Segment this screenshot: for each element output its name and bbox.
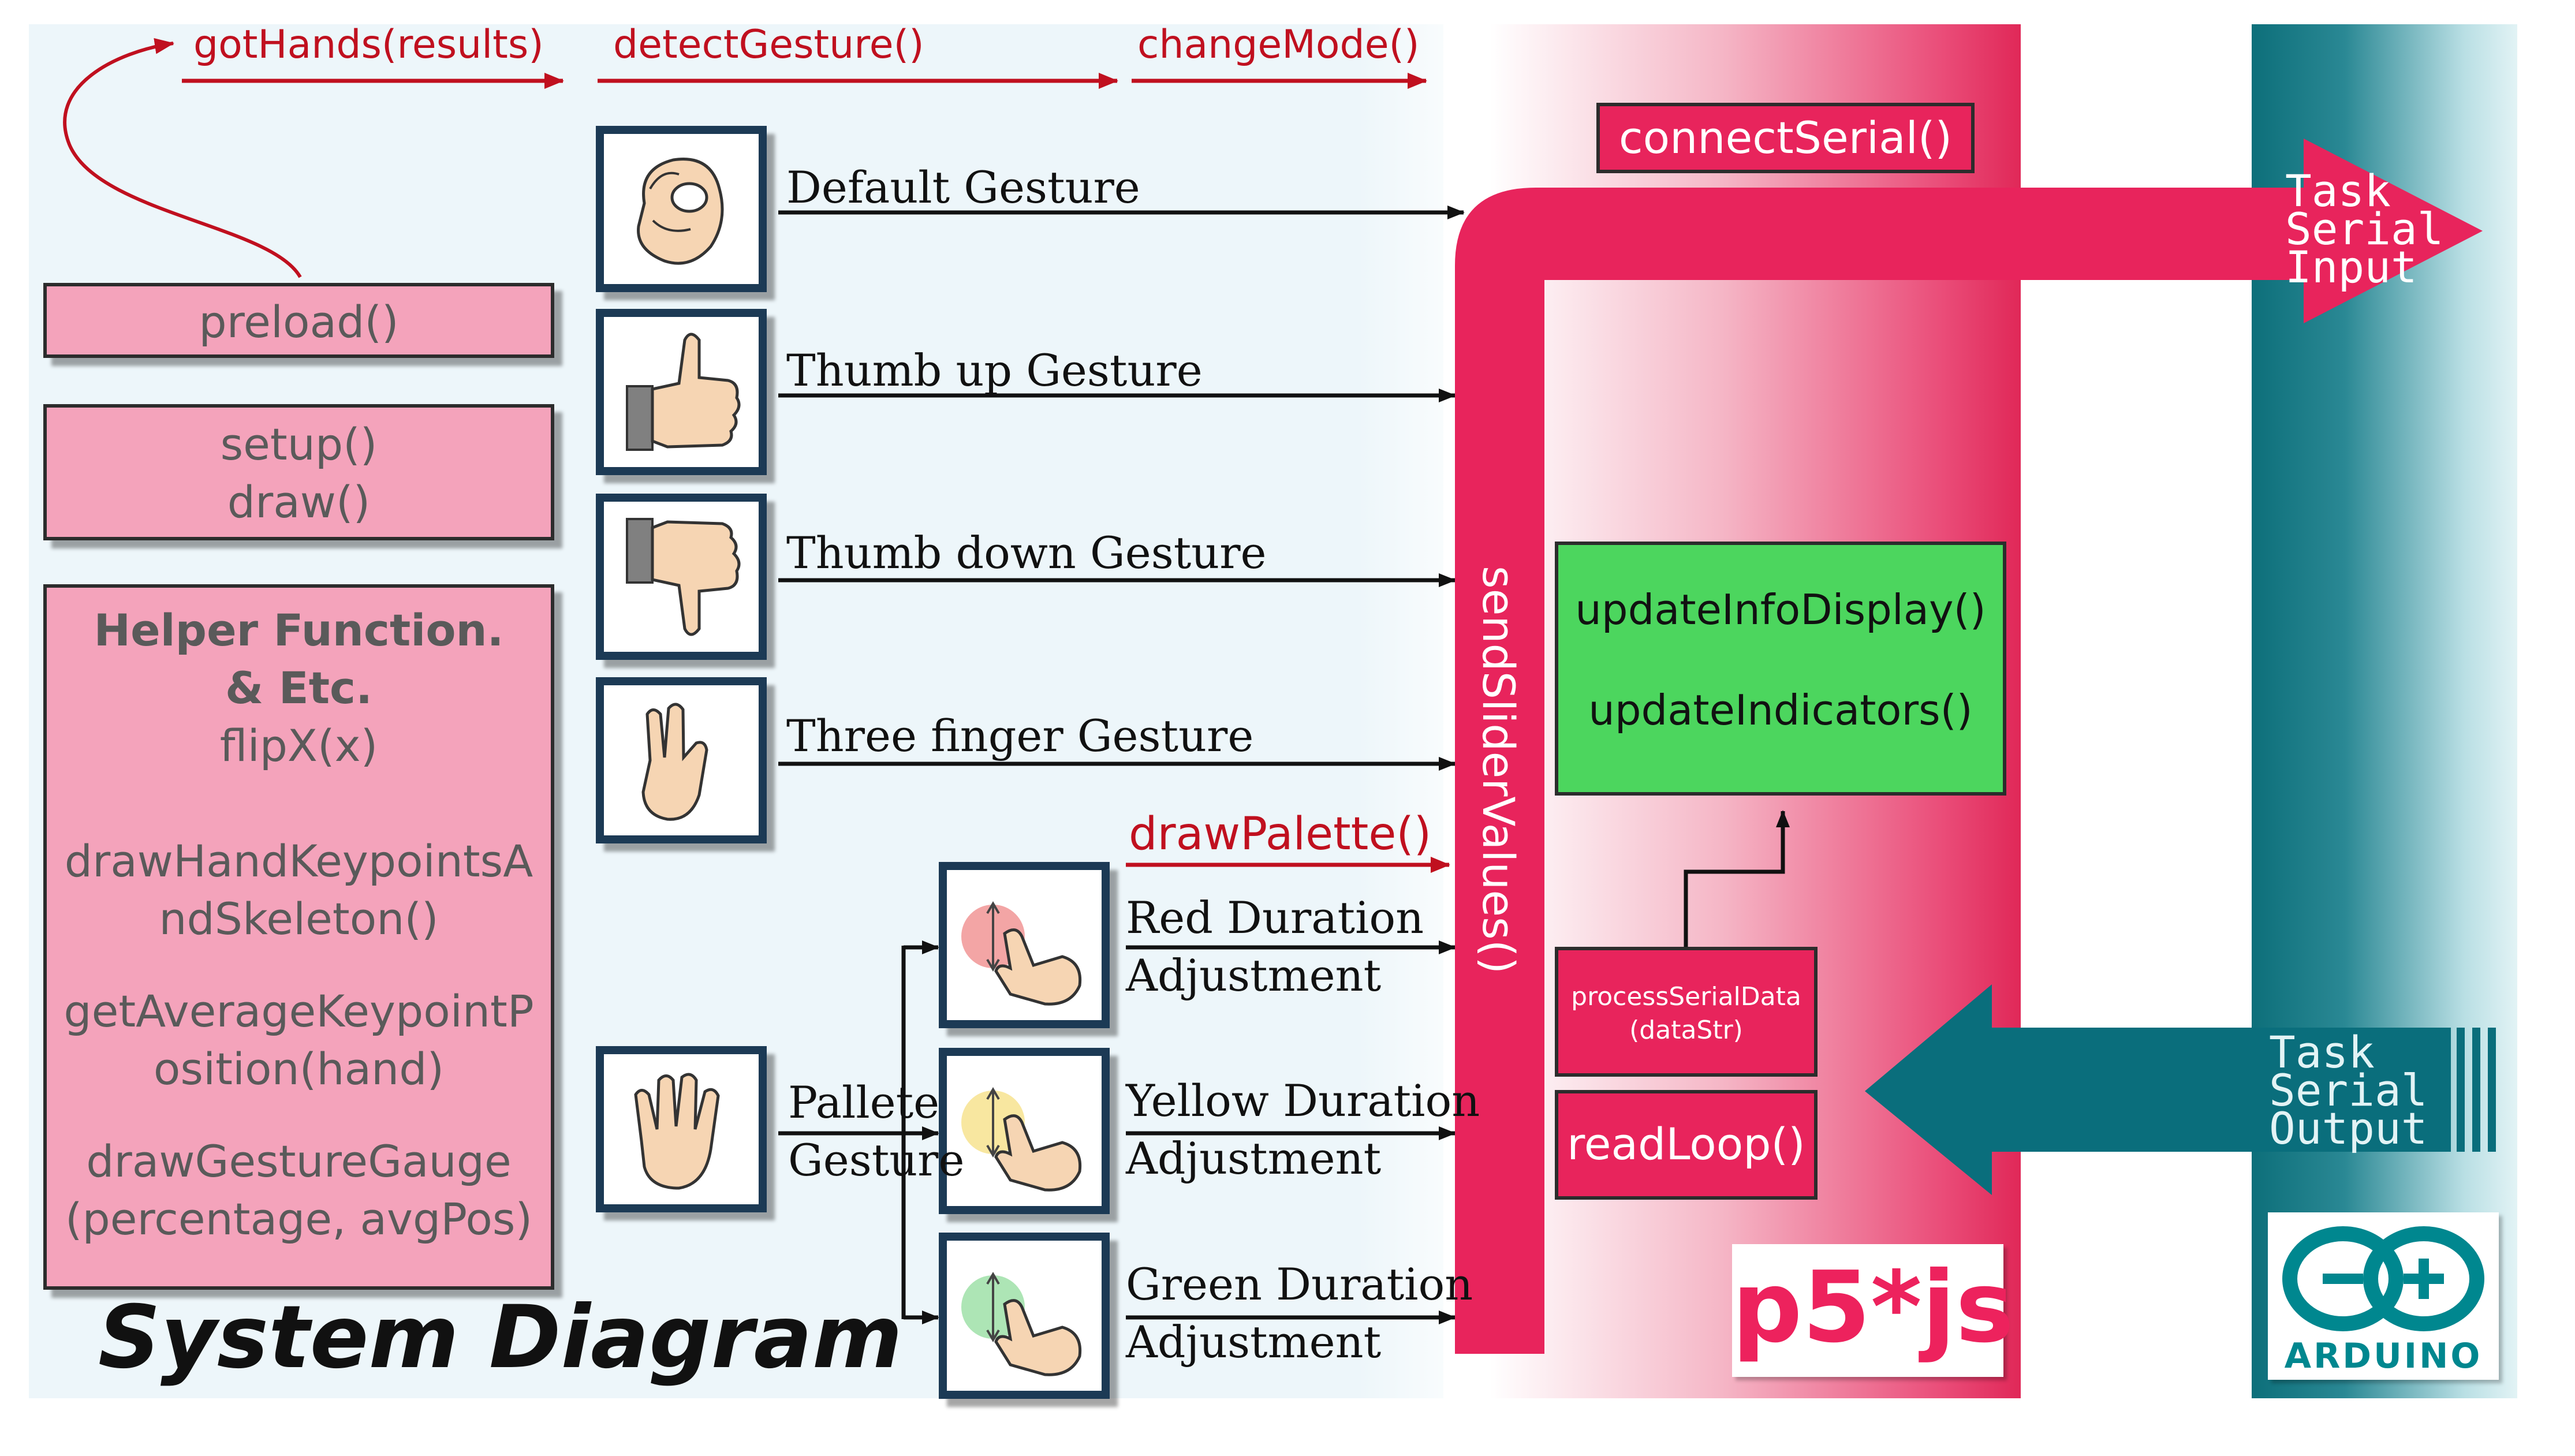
changemode-label: changeMode() — [1137, 22, 1420, 68]
detectgesture-label: detectGesture() — [613, 22, 924, 68]
setup-draw-box: setup() draw() — [43, 404, 554, 540]
arduino-infinity-icon — [2282, 1226, 2484, 1331]
diagram-title: System Diagram — [98, 1287, 903, 1388]
green-adjust-label-2: Adjustment — [1126, 1316, 1382, 1368]
arduino-logo: ARDUINO — [2268, 1212, 2499, 1380]
serial-input-line-3: Input — [2285, 241, 2417, 293]
serial-output-stripe-3 — [2488, 1028, 2496, 1152]
thumb-down-icon — [626, 518, 741, 636]
red-adjust-label-1: Red Duration — [1126, 892, 1424, 943]
thumb-down-label: Thumb down Gesture — [786, 527, 1267, 578]
drawpalette-label: drawPalette() — [1129, 808, 1432, 860]
task-serial-output-label: Task Serial Output — [2269, 1026, 2428, 1154]
serial-output-arrow — [1865, 984, 2451, 1195]
helper-line-avgkp-1: getAverageKeypointP — [64, 985, 534, 1037]
pallete-label-2: Gesture — [788, 1134, 965, 1186]
serial-input-line-2: Serial — [2285, 203, 2444, 255]
process-serial-data-box: processSerialData (dataStr) — [1555, 947, 1818, 1077]
pallete-gesture-icon-box — [596, 1046, 767, 1212]
p5js-logo: p5*js — [1732, 1244, 2014, 1377]
send-slider-bar — [1455, 139, 2483, 1354]
setup-text: setup() — [220, 419, 378, 470]
three-finger-icon — [641, 703, 708, 821]
preload-text: preload() — [199, 296, 399, 348]
send-slider-values-label: sendSliderValues() — [1473, 566, 1524, 975]
helper-line-drawhand-1: drawHandKeypointsA — [64, 835, 533, 887]
serial-output-stripe-2 — [2472, 1028, 2480, 1152]
default-gesture-label: Default Gesture — [786, 162, 1140, 213]
red-adjust-label-2: Adjustment — [1126, 950, 1382, 1001]
update-indicators-text: updateIndicators() — [1588, 686, 1973, 734]
helper-line-gauge-1: drawGestureGauge — [86, 1136, 512, 1187]
arduino-logo-text: ARDUINO — [2284, 1336, 2483, 1376]
helper-line-drawhand-2: ndSkeleton() — [159, 893, 439, 944]
update-info-display-text: updateInfoDisplay() — [1575, 585, 1986, 634]
draw-text: draw() — [227, 476, 371, 528]
connect-serial-box: connectSerial() — [1596, 103, 1975, 173]
yellow-swipe-icon — [961, 1087, 1082, 1192]
process-serial-data-text-2: (dataStr) — [1629, 1016, 1743, 1045]
helper-functions-box: Helper Function. & Etc. flipX(x) drawHan… — [43, 584, 554, 1290]
read-loop-text: readLoop() — [1567, 1118, 1805, 1170]
yellow-adjust-label-1: Yellow Duration — [1126, 1075, 1480, 1126]
helper-title-2: & Etc. — [225, 662, 372, 714]
p5js-logo-text: p5*js — [1732, 1250, 2014, 1365]
default-gesture-icon-box — [596, 126, 767, 292]
serial-input-line-1: Task — [2285, 165, 2391, 216]
task-serial-input-label: Task Serial Input — [2285, 165, 2444, 293]
read-loop-box: readLoop() — [1555, 1090, 1818, 1200]
green-adjust-icon-box — [939, 1233, 1110, 1399]
thumb-down-icon-box — [596, 494, 767, 660]
helper-line-gauge-2: (percentage, avgPos) — [65, 1193, 533, 1245]
thumb-up-icon — [626, 333, 741, 451]
ok-hand-icon — [637, 158, 724, 265]
connect-serial-text: connectSerial() — [1618, 112, 1953, 163]
three-finger-icon-box — [596, 677, 767, 843]
update-functions-box: updateInfoDisplay() updateIndicators() — [1555, 542, 2006, 796]
green-swipe-icon — [961, 1272, 1082, 1376]
serial-output-line-1: Task — [2269, 1026, 2375, 1078]
yellow-adjust-icon-box — [939, 1048, 1110, 1214]
serial-output-stripe-1 — [2457, 1028, 2465, 1152]
serial-output-line-3: Output — [2269, 1103, 2428, 1154]
gothands-label: gotHands(results) — [193, 22, 544, 68]
yellow-adjust-label-2: Adjustment — [1126, 1133, 1382, 1184]
pallete-label-1: Pallete — [788, 1077, 940, 1128]
process-to-update-arrow — [1684, 810, 1790, 947]
thumb-up-label: Thumb up Gesture — [786, 345, 1203, 396]
serial-output-arrow-body — [1992, 1028, 2451, 1152]
helper-line-flipx: flipX(x) — [219, 720, 378, 771]
helper-title-1: Helper Function. — [94, 604, 504, 656]
three-finger-label: Three finger Gesture — [786, 710, 1254, 761]
thumb-up-icon-box — [596, 309, 767, 475]
open-hand-icon — [634, 1073, 720, 1190]
preload-box: preload() — [43, 283, 554, 358]
serial-output-line-2: Serial — [2269, 1065, 2428, 1116]
green-adjust-label-1: Green Duration — [1126, 1259, 1473, 1310]
preload-to-gothands-curve — [63, 38, 302, 278]
helper-line-avgkp-2: osition(hand) — [153, 1043, 445, 1095]
process-serial-data-text-1: processSerialData — [1571, 982, 1801, 1011]
red-swipe-icon — [961, 901, 1082, 1006]
red-adjust-icon-box — [939, 862, 1110, 1028]
